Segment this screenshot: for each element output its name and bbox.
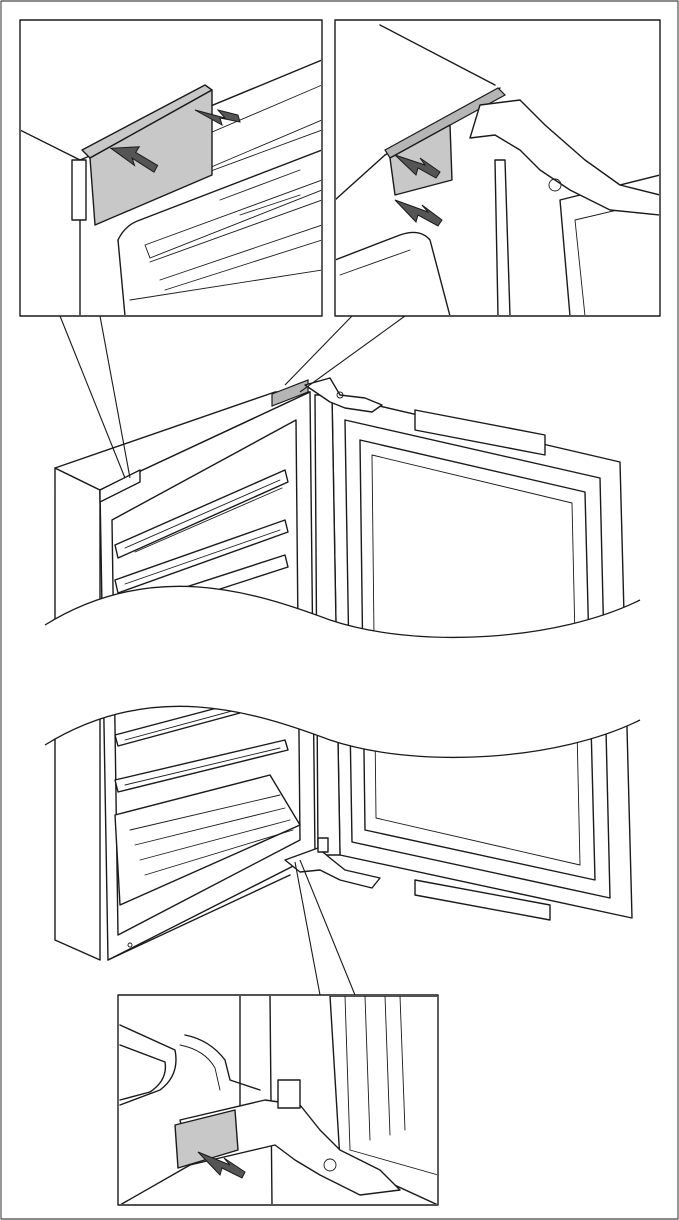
bottom-tray (114, 774, 301, 906)
door-bottom-fitting (414, 879, 551, 921)
arrow-icon (197, 1151, 246, 1179)
arrow-icon (394, 199, 443, 227)
detail-top-left (19, 19, 323, 317)
wave-line-top (44, 585, 641, 639)
arrow-icon (109, 146, 159, 173)
bottom-plinth-line (107, 874, 291, 961)
arrow-icon (194, 109, 241, 127)
wave-line-bottom (44, 705, 641, 759)
hinge-cover-bottom (174, 1109, 239, 1169)
trim-cover (89, 89, 213, 226)
top-hinge (304, 377, 383, 413)
top-trim-cover (271, 379, 309, 407)
door-top-fitting (414, 409, 546, 456)
bottom-hinge (284, 837, 381, 889)
arrow-icon (394, 154, 441, 179)
detail-top-right (334, 19, 661, 317)
bottom-screw (127, 942, 133, 948)
hinge-arm (469, 99, 659, 216)
wave-break (44, 585, 641, 759)
detail-bottom (117, 994, 439, 1206)
leader-lines (59, 315, 406, 996)
